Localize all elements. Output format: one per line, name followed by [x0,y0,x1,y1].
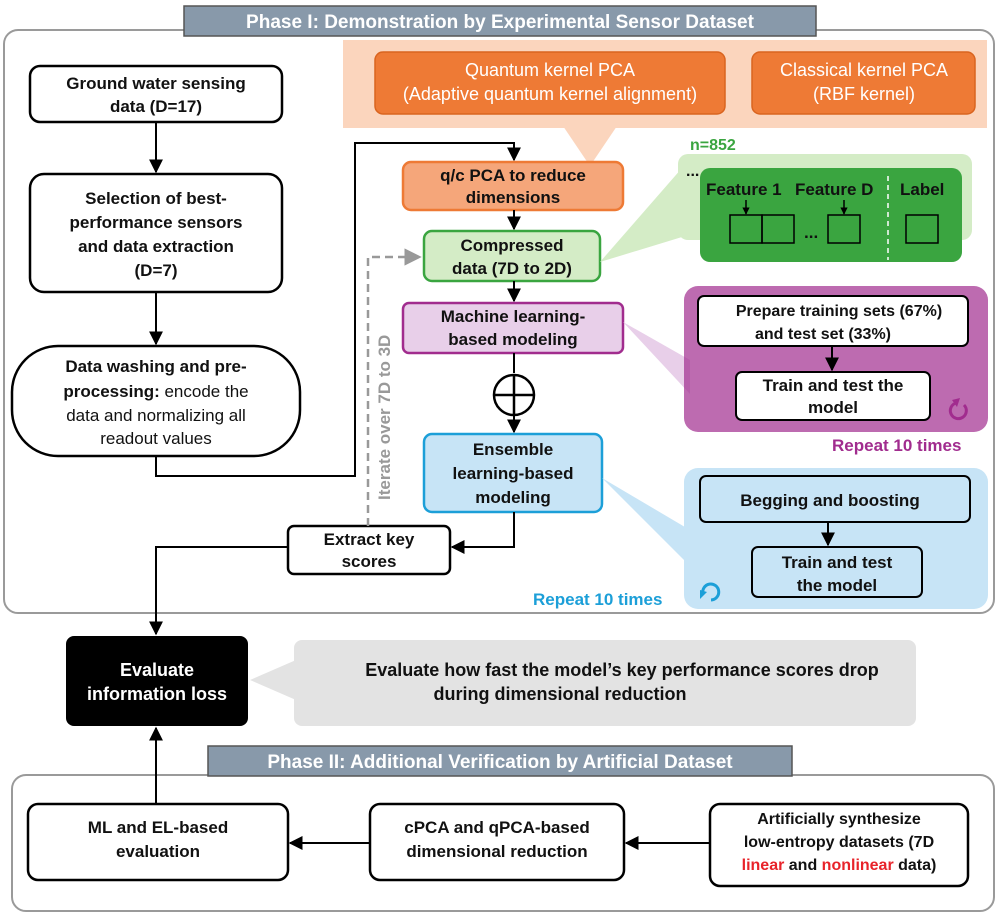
svg-text:low-entropy datasets (7D: low-entropy datasets (7D [744,834,934,851]
svg-text:Feature 1: Feature 1 [706,180,782,199]
el-train-test-box[interactable]: Train and test the model [751,546,923,598]
svg-text:Classical kernel PCA: Classical kernel PCA [780,60,948,80]
svg-text:Train and test the: Train and test the [763,376,904,395]
begging-boosting-box[interactable]: Begging and boosting [699,475,971,523]
synthesize-box[interactable]: Artificially synthesize low-entropy data… [708,802,970,888]
ground-water-box[interactable]: Ground water sensing data (D=17) [28,64,284,124]
svg-text:the model: the model [797,576,877,595]
svg-text:data and normalizing all: data and normalizing all [66,406,246,425]
svg-text:Phase II: Additional Verificat: Phase II: Additional Verification by Art… [267,752,733,773]
svg-text:during dimensional reduction: during dimensional reduction [433,684,686,704]
svg-text:and test set (33%): and test set (33%) [755,326,891,343]
svg-text:scores: scores [342,552,397,571]
pca-reduction-box[interactable]: cPCA and qPCA-based dimensional reductio… [368,802,626,882]
svg-text:Quantum kernel PCA: Quantum kernel PCA [465,60,635,80]
ml-panel: Prepare training sets (67%) and test set… [623,286,988,432]
svg-text:...: ... [686,163,699,180]
iterate-loop-arrow [366,248,422,526]
svg-text:Ensemble: Ensemble [473,440,553,459]
svg-text:Extract key: Extract key [324,530,415,549]
el-repeat-icon [700,582,721,602]
svg-text:dimensional reduction: dimensional reduction [406,842,587,861]
ml-repeat-label: Repeat 10 times [832,436,961,455]
evaluate-box[interactable]: Evaluate information loss [66,636,248,726]
svg-text:(Adaptive quantum kernel align: (Adaptive quantum kernel alignment) [403,84,697,104]
iterate-label: Iterate over 7D to 3D [375,335,394,500]
svg-text:based modeling: based modeling [448,330,577,349]
phase2-title: Phase II: Additional Verification by Art… [207,745,793,777]
ml-train-test-box[interactable]: Train and test the model [735,371,931,421]
svg-text:Ground water sensing: Ground water sensing [66,74,245,93]
svg-text:Selection of best-: Selection of best- [85,189,227,208]
svg-text:model: model [808,398,858,417]
plus-circle-icon [492,373,536,417]
svg-text:(RBF kernel): (RBF kernel) [813,84,915,104]
svg-text:cPCA and qPCA-based: cPCA and qPCA-based [404,818,589,837]
svg-text:evaluation: evaluation [116,842,200,861]
svg-text:modeling: modeling [475,488,551,507]
svg-text:data (7D to 2D): data (7D to 2D) [452,259,572,278]
phase1-title: Phase I: Demonstration by Experimental S… [183,5,817,37]
svg-text:readout values: readout values [100,429,212,448]
data-washing-box[interactable]: Data washing and pre- processing: encode… [10,344,302,458]
svg-text:ML and EL-based: ML and EL-based [88,818,228,837]
ml-el-evaluation-box[interactable]: ML and EL-based evaluation [26,802,290,882]
svg-text:Evaluate how fast the model’s: Evaluate how fast the model’s key perfor… [365,660,879,680]
el-panel: Begging and boosting Train and test the … [602,468,988,609]
svg-text:Data washing and pre-: Data washing and pre- [65,357,246,376]
kernel-panel: Quantum kernel PCA (Adaptive quantum ker… [343,40,987,166]
qc-pca-box[interactable]: q/c PCA to reduce dimensions [401,160,625,212]
extract-scores-box[interactable]: Extract key scores [286,524,452,576]
svg-text:Evaluate: Evaluate [120,660,194,680]
ml-repeat-icon [948,398,968,421]
svg-text:Train and test: Train and test [782,553,893,572]
prepare-sets-box[interactable]: Prepare training sets (67%) and test set… [697,295,969,347]
ensemble-modeling-box[interactable]: Ensemble learning-based modeling [422,432,604,514]
svg-text:information loss: information loss [87,684,227,704]
quantum-kernel-box[interactable]: Quantum kernel PCA (Adaptive quantum ker… [374,51,726,115]
svg-text:Prepare training sets (67%): Prepare training sets (67%) [736,303,942,320]
svg-text:Artificially synthesize: Artificially synthesize [757,811,921,828]
svg-text:linear and nonlinear data): linear and nonlinear data) [742,857,937,874]
svg-text:...: ... [804,223,818,242]
svg-text:Begging and boosting: Begging and boosting [740,491,919,510]
svg-text:Compressed: Compressed [461,236,564,255]
svg-text:q/c PCA to reduce: q/c PCA to reduce [440,166,586,185]
compressed-data-box[interactable]: Compressed data (7D to 2D) [422,229,602,283]
svg-text:Feature D: Feature D [795,180,873,199]
svg-text:and data extraction: and data extraction [78,237,234,256]
svg-text:dimensions: dimensions [466,188,560,207]
svg-text:data (D=17): data (D=17) [110,97,202,116]
svg-text:processing: encode the: processing: encode the [63,382,248,401]
svg-text:(D=7): (D=7) [135,261,178,280]
classical-kernel-box[interactable]: Classical kernel PCA (RBF kernel) [751,51,976,115]
svg-text:Machine learning-: Machine learning- [441,307,586,326]
ml-modeling-box[interactable]: Machine learning- based modeling [401,301,625,355]
svg-text:Label: Label [900,180,944,199]
svg-text:Phase I: Demonstration by Expe: Phase I: Demonstration by Experimental S… [246,12,755,33]
svg-text:n=852: n=852 [690,137,736,154]
el-repeat-label: Repeat 10 times [533,590,662,609]
sensor-selection-box[interactable]: Selection of best- performance sensors a… [28,172,284,294]
evaluate-note: Evaluate how fast the model’s key perfor… [250,640,916,726]
feature-panel: n=852 ... Feature 1 Feature D Label ... [600,137,972,262]
svg-text:performance sensors: performance sensors [70,213,243,232]
svg-text:learning-based: learning-based [453,464,574,483]
